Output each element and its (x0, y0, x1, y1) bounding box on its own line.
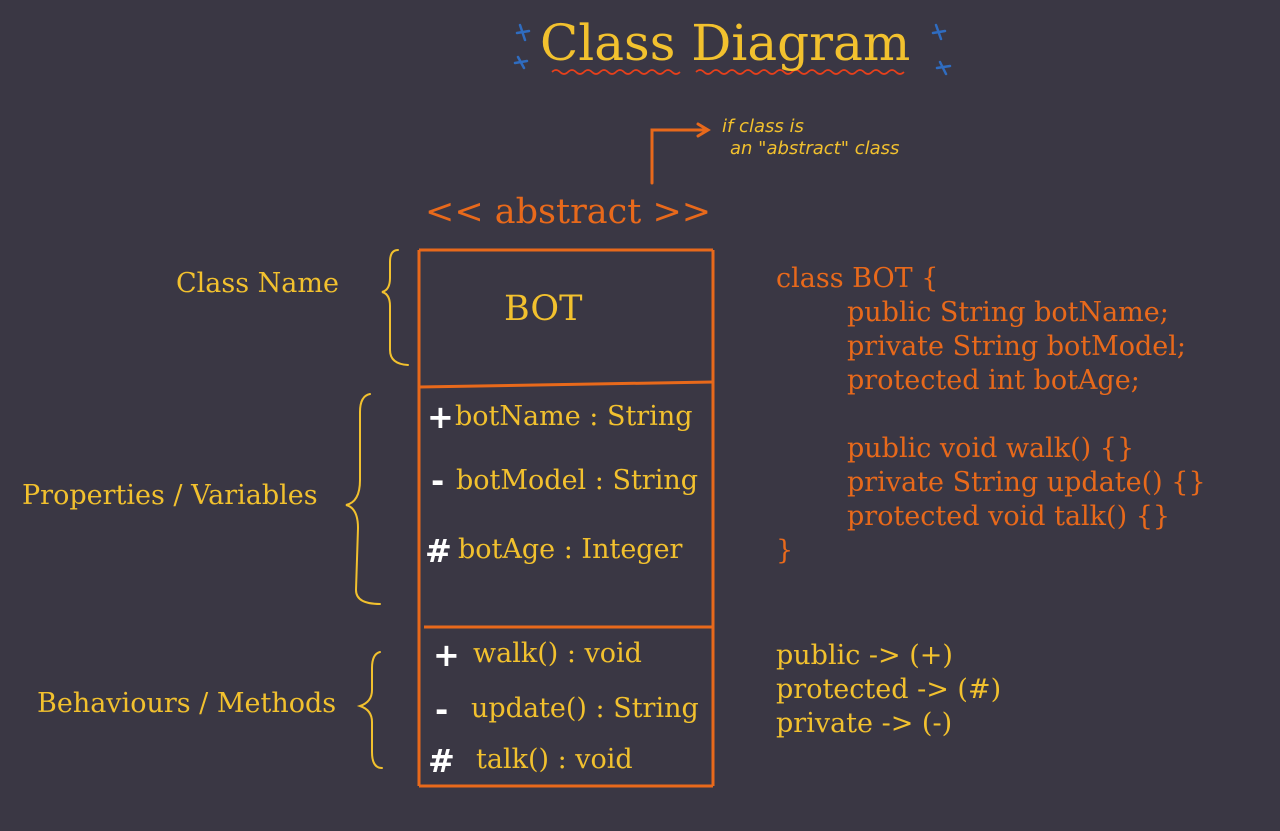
private-symbol: - (431, 462, 445, 500)
code-block: class BOT { public String botName; priva… (776, 262, 1206, 568)
code-line: private String update() {} (847, 467, 1206, 498)
method-item: walk() : void (473, 638, 642, 669)
code-line: public void walk() {} (847, 433, 1135, 464)
stereotype-label: << abstract >> (425, 192, 712, 232)
brace-properties (345, 393, 381, 605)
public-symbol: + (433, 636, 460, 674)
brace-class-name (381, 249, 409, 366)
protected-symbol: # (428, 742, 455, 780)
property-item: botName : String (455, 401, 693, 432)
abstract-note: if class is an "abstract" class (722, 116, 899, 160)
protected-symbol: # (425, 532, 452, 570)
note-line-2: an "abstract" class (730, 138, 900, 159)
method-item: update() : String (471, 693, 699, 724)
note-line-1: if class is (722, 116, 804, 137)
code-line: private String botModel; (847, 331, 1187, 362)
code-line: public String botName; (847, 297, 1169, 328)
title-wavy-underline (551, 69, 905, 75)
public-symbol: + (427, 398, 454, 436)
code-line: protected int botAge; (847, 365, 1140, 396)
brace-methods (356, 651, 383, 769)
page-title: Class Diagram (540, 14, 911, 72)
private-symbol: - (435, 691, 449, 729)
note-arrow (650, 122, 711, 185)
sparkle-icon (513, 23, 952, 76)
legend-item: private -> (-) (776, 708, 953, 739)
legend-item: public -> (+) (776, 640, 953, 671)
code-line: protected void talk() {} (847, 501, 1171, 532)
access-legend: public -> (+) protected -> (#) private -… (776, 639, 1001, 741)
code-line: class BOT { (776, 263, 939, 294)
method-item: talk() : void (476, 744, 633, 775)
class-box (417, 248, 715, 788)
label-class-name: Class Name (176, 268, 339, 299)
label-properties: Properties / Variables (22, 480, 318, 511)
property-item: botAge : Integer (458, 534, 683, 565)
code-line: } (776, 535, 794, 566)
legend-item: protected -> (#) (776, 674, 1002, 705)
label-methods: Behaviours / Methods (37, 688, 337, 719)
property-item: botModel : String (456, 465, 699, 496)
class-name: BOT (504, 289, 583, 329)
